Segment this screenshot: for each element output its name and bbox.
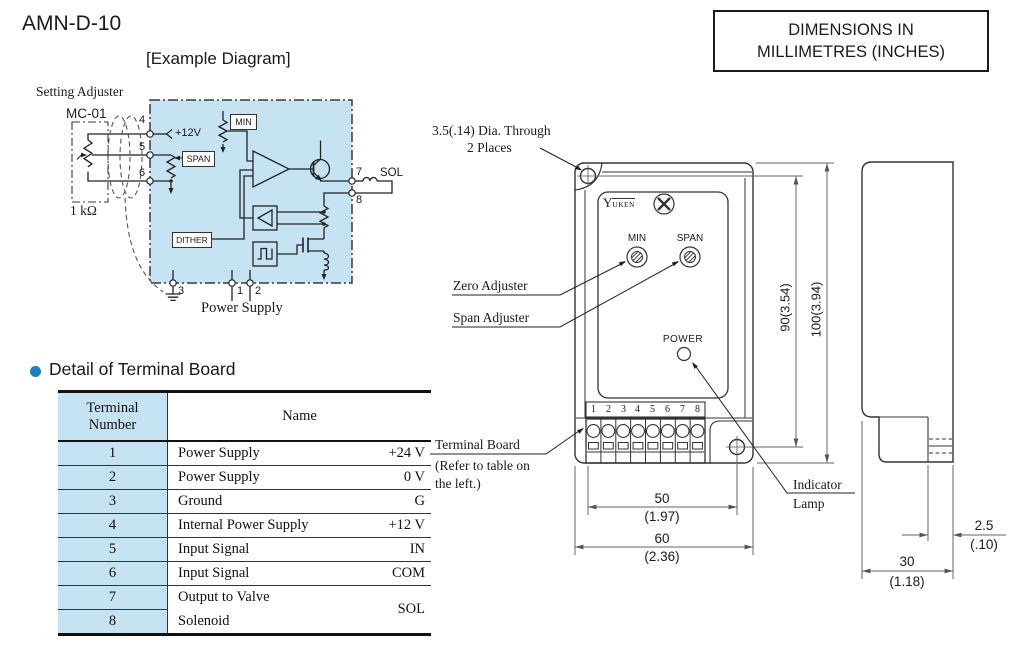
page-title: AMN-D-10: [22, 12, 122, 35]
terminal-board-label-line1: Terminal Board: [435, 437, 520, 452]
span-adjuster-label: Span Adjuster: [453, 310, 530, 325]
dim-90: 90(3.54): [777, 283, 793, 332]
mc01-box: [71, 121, 109, 203]
screw: [653, 193, 675, 215]
table-header-name: Name: [167, 391, 431, 442]
cable-shield-ellipse: [107, 115, 131, 199]
terminal-board-label-line2: (Refer to table on: [435, 458, 530, 473]
mc01-potentiometer: [82, 139, 94, 168]
ground-symbol: [165, 293, 181, 302]
power-supply-label: Power Supply: [201, 300, 283, 316]
dim-30: 30: [899, 554, 915, 569]
table-row: 2 Power Supply 0 V: [58, 465, 431, 490]
terminal-2-label: 2: [255, 285, 262, 297]
span-potentiometer: [165, 154, 177, 179]
output-resistor: [318, 205, 330, 229]
dither-block-label: DITHER: [172, 232, 212, 248]
span-trimmer: [679, 246, 701, 268]
circuit-lines: [71, 99, 393, 302]
cable-shield-ellipse: [119, 115, 143, 199]
dim-2-5: 2.5: [974, 518, 994, 533]
table-row: 7 Output to Valve SOL: [58, 585, 431, 635]
table-row: 8 Solenoid: [58, 609, 431, 635]
terminal-board-label-line3: the left.): [435, 476, 481, 491]
terminal-5-label: 5: [139, 141, 146, 153]
supply-12v-label: +12V: [175, 127, 201, 139]
table-row: 5 Input Signal IN: [58, 537, 431, 562]
min-trimmer-label: MIN: [627, 233, 647, 244]
terminal-table: Terminal Number Name 1 Power Supply +24 …: [58, 390, 431, 636]
strip-number-7: 7: [680, 404, 685, 415]
terminal-number-strip: [585, 401, 706, 418]
side-profile: [861, 161, 954, 463]
indicator-lamp-label-line2: Lamp: [793, 496, 825, 511]
min-block-label: MIN: [230, 114, 257, 130]
dimensions-note-box: DIMENSIONS IN MILLIMETRES (INCHES): [713, 10, 989, 72]
example-diagram-title: [Example Diagram]: [146, 49, 291, 68]
wiper-arrow: [81, 152, 87, 158]
zero-adjuster-label: Zero Adjuster: [453, 278, 528, 293]
terminal-6-label: 6: [139, 167, 146, 179]
shield-drain-wire: [124, 197, 164, 293]
yuken-logo: YUKEN: [603, 195, 635, 210]
dimension-lines: [574, 162, 1006, 579]
strip-number-6: 6: [665, 404, 670, 415]
terminal-7-label: 7: [356, 166, 363, 178]
sol-label: SOL: [380, 167, 404, 179]
dim-100: 100(3.94): [808, 281, 824, 338]
external-supply-arrow: [165, 129, 173, 139]
dimensions-note-line2: MILLIMETRES (INCHES): [757, 43, 945, 61]
terminal-1-label: 1: [237, 285, 244, 297]
table-section-title: Detail of Terminal Board: [49, 359, 236, 379]
strip-number-1: 1: [591, 404, 596, 415]
table-row: 1 Power Supply +24 V: [58, 441, 431, 466]
op-amp: [252, 149, 291, 189]
strip-number-5: 5: [650, 404, 655, 415]
terminal-8-label: 8: [356, 194, 363, 206]
front-panel: [597, 191, 729, 399]
solenoid-coil: [362, 176, 378, 182]
front-view-lines: [574, 162, 754, 464]
strip-number-4: 4: [635, 404, 640, 415]
dimensions-note-line1: DIMENSIONS IN: [788, 20, 914, 39]
table-row: 6 Input Signal COM: [58, 561, 431, 586]
dim-60-inches: (2.36): [644, 549, 680, 564]
section-bullet-icon: [30, 366, 41, 377]
span-trimmer-label: SPAN: [676, 233, 704, 244]
hole-note-line1: 3.5(.14) Dia. Through: [432, 123, 551, 138]
power-lamp: [676, 346, 692, 362]
setting-adjuster-label: Setting Adjuster: [36, 84, 124, 99]
leader-lines: [430, 147, 855, 494]
adjuster-model-label: MC-01: [66, 106, 107, 121]
amplifier-box: [149, 99, 353, 284]
table-row: 3 Ground G: [58, 489, 431, 514]
strip-number-2: 2: [606, 404, 611, 415]
side-view-lines: [861, 161, 954, 463]
min-trimmer: [626, 246, 648, 268]
hole-note-line2: 2 Places: [467, 140, 512, 155]
dim-60: 60: [654, 531, 670, 546]
resistance-label: 1 kΩ: [70, 203, 97, 218]
terminal-circles: [146, 130, 356, 287]
span-block-label: SPAN: [182, 151, 215, 167]
dim-2-5-inches: (.10): [970, 537, 998, 552]
dim-50: 50: [654, 491, 670, 506]
terminal-4-label: 4: [139, 114, 146, 126]
table-header-number: Terminal Number: [58, 391, 168, 442]
power-lamp-label: POWER: [662, 334, 704, 345]
dim-30-inches: (1.18): [889, 574, 925, 589]
strip-number-3: 3: [621, 404, 626, 415]
table-row: 4 Internal Power Supply +12 V: [58, 513, 431, 538]
indicator-lamp-label-line1: Indicator: [793, 477, 842, 492]
dim-50-inches: (1.97): [644, 509, 680, 524]
terminal-3-label: 3: [178, 285, 185, 297]
strip-number-8: 8: [695, 404, 700, 415]
